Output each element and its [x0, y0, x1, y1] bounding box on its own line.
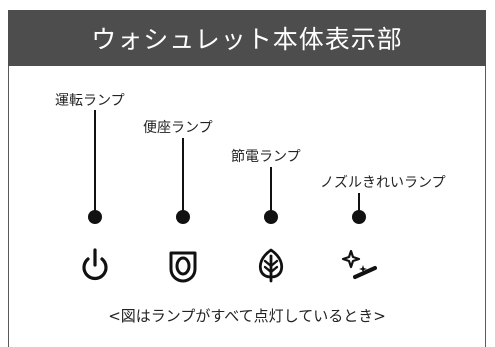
power-icon	[77, 247, 113, 283]
lamp-label-eco: 節電ランプ	[231, 149, 301, 165]
lamp-label-nozzle: ノズルきれいランプ	[320, 175, 446, 191]
indicator-dot-power	[88, 210, 102, 224]
leader-line-nozzle	[358, 193, 360, 212]
indicator-dot-nozzle	[352, 210, 366, 224]
indicator-dot-eco	[264, 210, 278, 224]
page-title: ウォシュレット本体表示部	[8, 10, 486, 66]
leader-line-seat	[182, 138, 184, 212]
indicator-dot-seat	[176, 210, 190, 224]
page-title-text: ウォシュレット本体表示部	[91, 25, 403, 54]
leader-line-power	[94, 110, 96, 212]
lamp-label-power: 運転ランプ	[55, 93, 125, 109]
leaf-icon	[253, 247, 289, 283]
caption: <図はランプがすべて点灯しているとき>	[108, 307, 386, 325]
nozzle-clean-icon	[341, 247, 377, 283]
lamp-label-seat: 便座ランプ	[143, 120, 213, 136]
leader-line-eco	[270, 167, 272, 212]
seat-icon	[165, 247, 201, 283]
